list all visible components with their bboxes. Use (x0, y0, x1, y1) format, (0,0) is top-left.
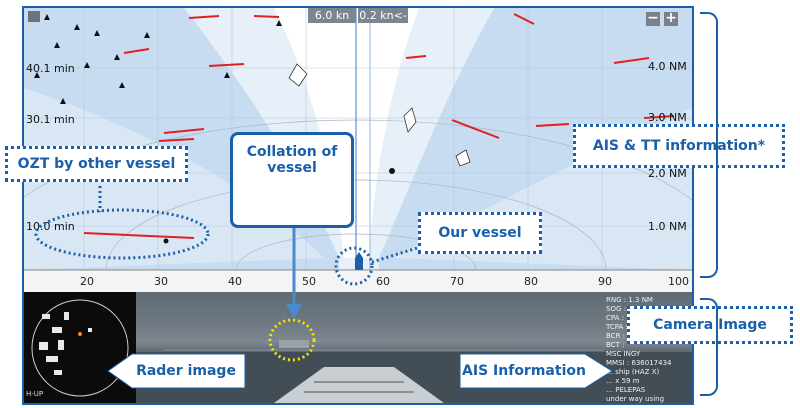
ozt-callout: OZT by other vessel (5, 146, 188, 182)
range-label-3nm: 3.0 NM (648, 111, 687, 124)
radar-mode-label: H-UP (26, 390, 44, 398)
drift-indicator: 0.2 kn<- (358, 8, 408, 23)
ais-line: … ship (HAZ X) (606, 368, 660, 376)
ais-line: under way using engine (606, 395, 665, 403)
range-label-4nm: 4.0 NM (648, 60, 687, 73)
time-label-10min: 10.0 min (26, 220, 75, 233)
time-label-40min: 40.1 min (26, 62, 75, 75)
collation-callout: Collation of vessel (230, 132, 354, 228)
zoom-in-button[interactable]: + (664, 10, 678, 26)
menu-icon[interactable] (28, 11, 40, 22)
scale-100: 100 (668, 275, 689, 288)
ais-information-label: AIS Information (462, 363, 586, 379)
camera-section-bracket (700, 298, 718, 396)
navigation-display: 6.0 kn 0.2 kn<- − + 4.0 NM 3.0 NM 2.0 NM… (22, 6, 694, 405)
collation-label: Collation of vessel (246, 144, 338, 176)
camera-image-view[interactable]: H-UP RNG : 1.3 NM SOG : 6 CPA : TCPA : B… (24, 292, 692, 403)
ais-line: TCPA : (606, 323, 628, 331)
ais-line: CPA : (606, 314, 625, 322)
scale-80: 80 (524, 275, 538, 288)
ais-line: … x 59 m (606, 377, 640, 385)
scale-60: 60 (376, 275, 390, 288)
radar-image[interactable]: H-UP (24, 292, 136, 403)
ais-line: BCR : (606, 332, 626, 340)
scale-20: 20 (80, 275, 94, 288)
zoom-out-button[interactable]: − (646, 10, 660, 26)
ais-line: MMSI : 636017434 (606, 359, 672, 367)
ais-line: BCT : (606, 341, 625, 349)
our-vessel-callout: Our vessel (418, 212, 542, 254)
chart-section-bracket (700, 12, 718, 278)
scale-70: 70 (450, 275, 464, 288)
ais-line: SOG : 6 (606, 305, 633, 313)
ais-tt-callout: AIS & TT information* (573, 124, 785, 168)
ais-line: RNG : 1.3 NM (606, 296, 653, 304)
speed-indicator: 6.0 kn (308, 8, 356, 23)
ais-line: MSC INGY (606, 350, 641, 358)
scale-40: 40 (228, 275, 242, 288)
ais-info-overlay: RNG : 1.3 NM SOG : 6 CPA : TCPA : BCR : … (606, 296, 690, 403)
radar-image-label: Rader image (136, 363, 236, 379)
time-label-30min: 30.1 min (26, 113, 75, 126)
ais-line: … PELEPAS (606, 386, 646, 394)
scale-30: 30 (154, 275, 168, 288)
radar-scope (31, 299, 129, 397)
scale-90: 90 (598, 275, 612, 288)
scale-50: 50 (302, 275, 316, 288)
range-label-2nm: 2.0 NM (648, 167, 687, 180)
range-label-1nm: 1.0 NM (648, 220, 687, 233)
camera-image-callout: Camera Image (627, 306, 793, 344)
